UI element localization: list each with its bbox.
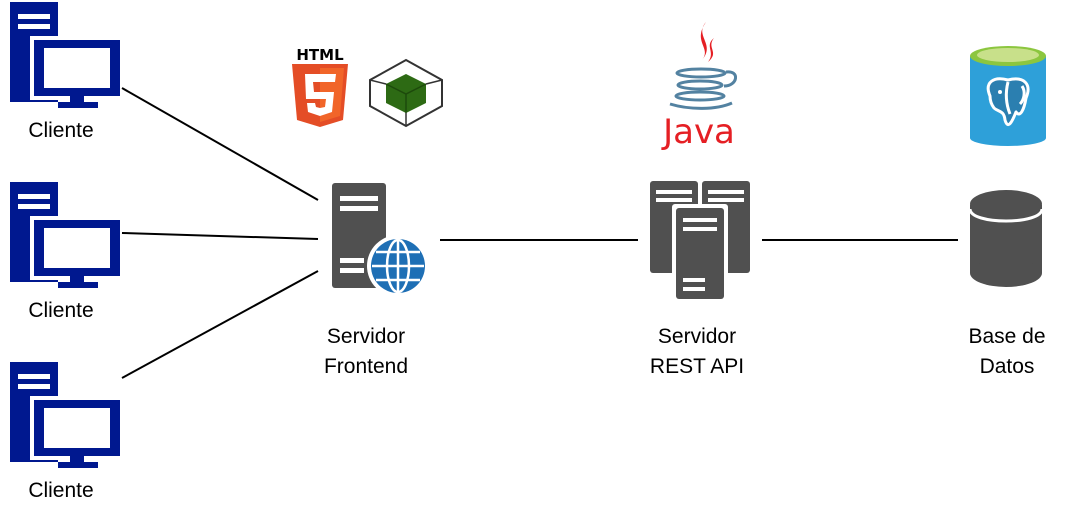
nodejs-cube-logo-icon <box>369 58 443 128</box>
database-label: Base de Datos <box>937 322 1066 382</box>
globe-icon <box>367 235 429 297</box>
client-label: Cliente <box>28 479 94 502</box>
client-computer-icon <box>10 182 120 288</box>
api-server-cluster-icon <box>650 181 750 300</box>
connector-client1-frontend <box>121 87 319 201</box>
frontend-label-line2: Frontend <box>323 355 409 378</box>
frontend-label-line1: Servidor <box>326 325 406 348</box>
api-server-label: Servidor REST API <box>627 322 767 382</box>
client-computer-icon <box>10 362 120 468</box>
client-computer-icon <box>10 2 120 108</box>
database-label-line2: Datos <box>979 355 1035 378</box>
api-label-line1: Servidor <box>657 325 737 348</box>
api-label-line2: REST API <box>649 355 745 378</box>
html5-logo-icon: HTML <box>292 46 348 127</box>
postgresql-logo-icon <box>970 46 1046 146</box>
frontend-server-label: Servidor Frontend <box>296 322 436 382</box>
database-cylinder-icon <box>968 190 1044 287</box>
java-logo-icon: Java <box>661 22 737 152</box>
svg-text:Java: Java <box>661 112 735 152</box>
database-label-line1: Base de <box>968 325 1046 348</box>
svg-text:HTML: HTML <box>296 46 344 64</box>
connector-client3-frontend <box>121 270 319 379</box>
client-label: Cliente <box>28 119 94 142</box>
connector-client2-frontend <box>121 232 319 240</box>
client-label: Cliente <box>28 299 94 322</box>
